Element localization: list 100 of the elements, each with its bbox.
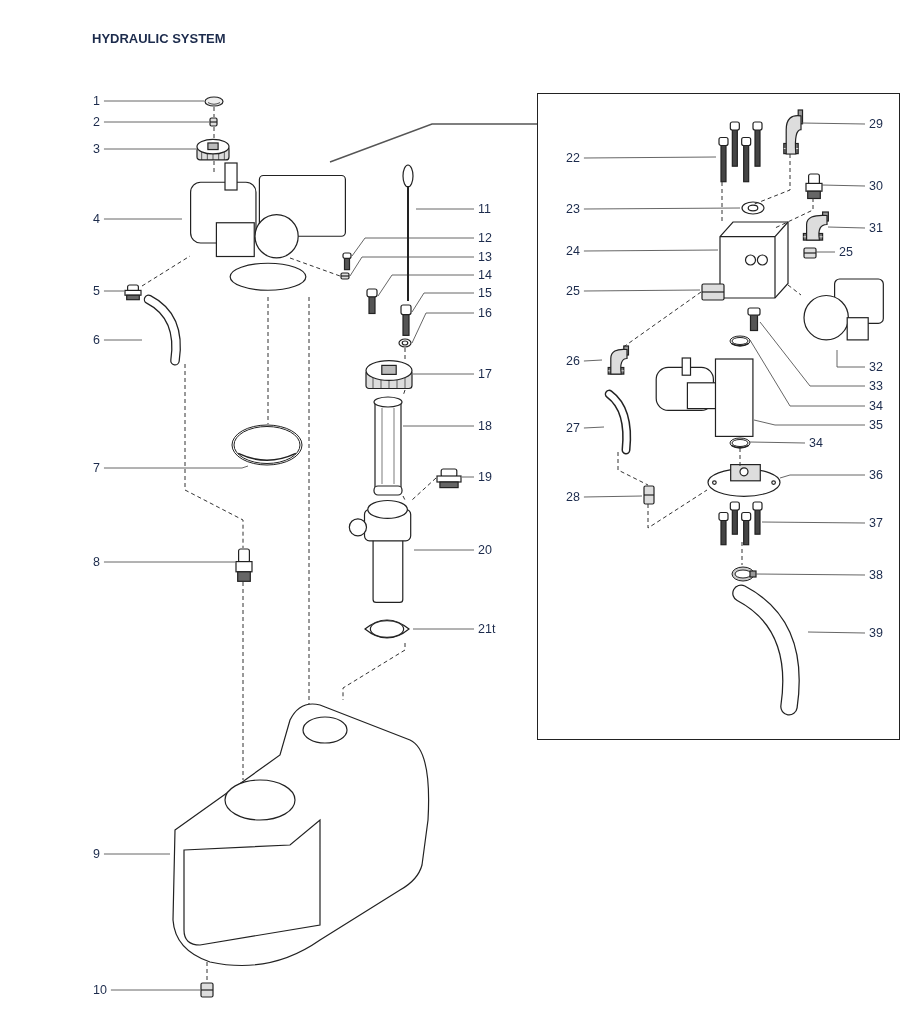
dipstick-drawing xyxy=(400,164,416,302)
leader-line xyxy=(412,628,475,630)
inset-frame xyxy=(537,93,900,740)
fitting-drawing xyxy=(235,548,253,582)
callout-number: 6 xyxy=(93,332,100,348)
leader-line xyxy=(103,339,143,341)
callout-number: 32 xyxy=(869,359,883,375)
callout-number: 29 xyxy=(869,116,883,132)
callout-number: 2 xyxy=(93,114,100,130)
callout-number: 20 xyxy=(478,542,492,558)
callout-number: 9 xyxy=(93,846,100,862)
assembly-line xyxy=(402,495,406,501)
flange-drawing xyxy=(707,461,781,497)
assembly-line xyxy=(774,197,814,229)
assembly-line xyxy=(741,541,743,566)
callout-number: 25 xyxy=(566,283,580,299)
callout-number: 19 xyxy=(478,469,492,485)
assembly-line xyxy=(647,489,708,529)
leader-line xyxy=(351,237,475,257)
leader-line xyxy=(411,312,475,344)
assembly-line xyxy=(206,961,208,983)
assembly-line xyxy=(617,451,649,486)
assembly-line xyxy=(213,126,215,140)
leader-line xyxy=(755,573,866,576)
callout-number: 36 xyxy=(869,467,883,483)
manifold-block-drawing xyxy=(719,221,789,299)
assembly-line xyxy=(184,363,244,549)
assembly-line xyxy=(242,581,244,781)
nut-drawing xyxy=(209,117,218,127)
assembly-line xyxy=(721,181,723,222)
leader-line xyxy=(402,425,475,427)
leader-line xyxy=(329,123,538,163)
leader-line xyxy=(836,349,866,368)
bolt-set-drawing xyxy=(717,121,763,183)
assembly-line xyxy=(402,389,406,397)
callout-number: 7 xyxy=(93,460,100,476)
assembly-line xyxy=(621,291,702,349)
callout-number: 38 xyxy=(869,567,883,583)
bolt-drawing xyxy=(342,252,352,270)
leader-line xyxy=(801,122,866,125)
o-ring-drawing xyxy=(729,437,751,449)
leader-line xyxy=(411,292,475,313)
leader-line xyxy=(110,989,201,991)
callout-number: 34 xyxy=(869,398,883,414)
callout-number: 8 xyxy=(93,554,100,570)
leader-line xyxy=(415,208,475,210)
leader-line xyxy=(749,441,806,444)
nut-drawing xyxy=(643,485,655,505)
fitting-drawing xyxy=(436,468,462,488)
cap-drawing xyxy=(196,139,230,161)
disc-drawing xyxy=(204,96,224,107)
callout-number: 37 xyxy=(869,515,883,531)
leader-line xyxy=(753,419,866,426)
callout-number: 34 xyxy=(809,435,823,451)
nut-drawing xyxy=(200,982,214,998)
leader-line xyxy=(349,256,475,277)
hose-clamp-drawing xyxy=(729,565,757,583)
leader-line xyxy=(413,549,475,551)
callout-number: 10 xyxy=(93,982,107,998)
leader-line xyxy=(583,359,603,362)
leader-line xyxy=(583,207,741,210)
leader-line xyxy=(815,251,836,253)
leader-line xyxy=(461,476,475,478)
leader-line xyxy=(103,465,249,469)
cap-drawing xyxy=(365,360,413,390)
assembly-line xyxy=(213,160,215,173)
leader-line xyxy=(583,289,701,292)
callout-number: 14 xyxy=(478,267,492,283)
bolt-drawing xyxy=(400,304,412,336)
assembly-line xyxy=(213,106,215,118)
callout-number: 25 xyxy=(839,244,853,260)
leader-line xyxy=(103,218,183,220)
assembly-line xyxy=(342,642,406,701)
callout-number: 26 xyxy=(566,353,580,369)
callout-number: 12 xyxy=(478,230,492,246)
leader-line xyxy=(377,274,475,297)
callout-number: 35 xyxy=(869,417,883,433)
leader-line xyxy=(761,521,866,524)
leader-line xyxy=(779,474,866,479)
callout-number: 22 xyxy=(566,150,580,166)
leader-line xyxy=(103,121,210,123)
leader-line xyxy=(103,100,205,102)
nut-drawing xyxy=(803,247,817,259)
callout-number: 30 xyxy=(869,178,883,194)
o-ring-drawing xyxy=(729,335,751,347)
callout-number: 17 xyxy=(478,366,492,382)
leader-line xyxy=(749,339,866,407)
callout-number: 33 xyxy=(869,378,883,394)
assembly-line xyxy=(411,477,437,501)
leader-line xyxy=(103,853,171,855)
callout-number: 1 xyxy=(93,93,100,109)
callout-number: 16 xyxy=(478,305,492,321)
leader-line xyxy=(583,495,643,498)
assembly-line xyxy=(267,296,269,425)
nut-drawing xyxy=(340,272,350,280)
callout-number: 23 xyxy=(566,201,580,217)
callout-number: 39 xyxy=(869,625,883,641)
callout-number: 21t xyxy=(478,621,496,637)
washer-drawing xyxy=(398,338,412,348)
bolt-set-drawing xyxy=(717,501,763,543)
